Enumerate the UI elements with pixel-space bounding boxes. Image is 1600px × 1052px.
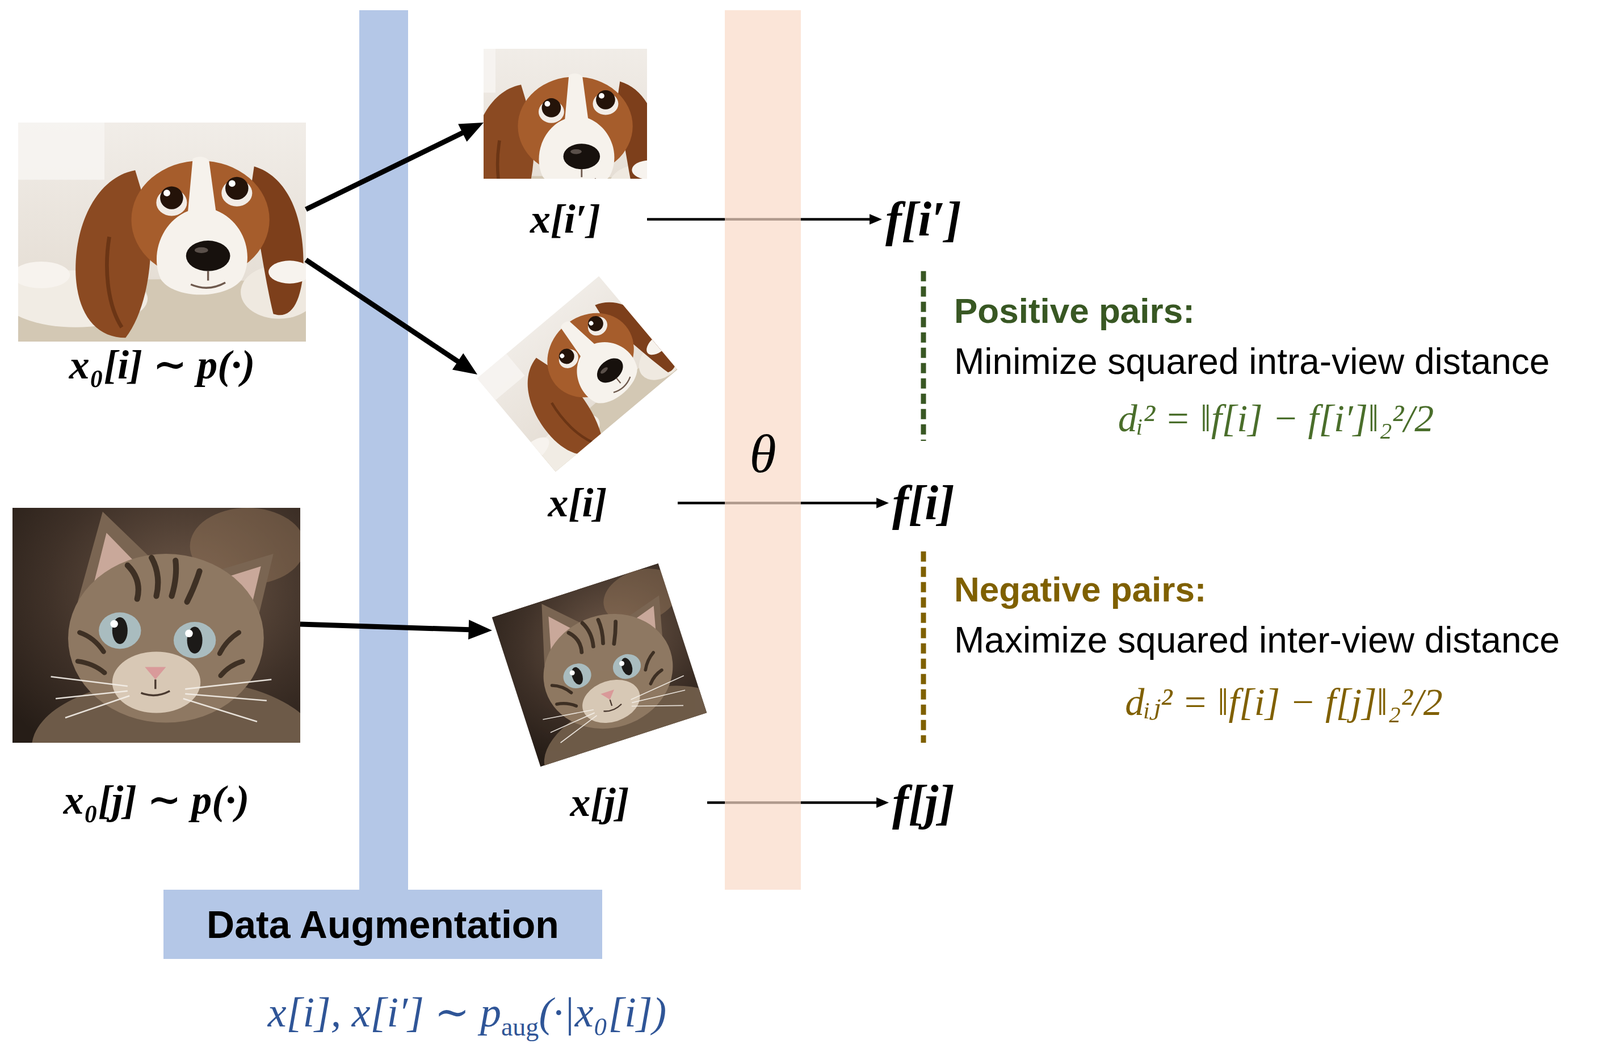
flow-arrow [300, 619, 493, 640]
distance-formula: dᵢⱼ² = ‖f[i] − f[j]‖₂²/2 [1124, 679, 1443, 725]
image-view: x[i′] [483, 48, 648, 243]
dog-rotated-view [448, 255, 703, 502]
arrow-head [452, 353, 478, 375]
flow-arrow [305, 259, 478, 375]
feature-vector: f[i] [888, 471, 959, 535]
cat-rotated-view [483, 556, 743, 817]
dog-photo [3, 122, 318, 342]
view-label: x₀[i] ∼ p(·) [69, 341, 255, 389]
formula-row: x[i], x[i′] ∼ paug(·|x₀[i]) [267, 988, 667, 1037]
flow-arrow [305, 122, 484, 210]
arrow-head [468, 619, 493, 640]
arrow-head [458, 122, 484, 142]
pair-label: Positive pairs: [954, 290, 1195, 331]
connector-line [305, 132, 464, 210]
connector-line [300, 624, 470, 631]
image-view: x₀[i] ∼ p(·) [18, 122, 306, 389]
arrow-head [876, 797, 889, 808]
augmentation-box: Data Augmentation [163, 889, 603, 960]
encoder-band: θ [724, 10, 801, 890]
dog-rotated-view [448, 255, 703, 502]
augmentation-formula: (·|x₀[i]) [538, 988, 667, 1037]
augmentation-band [359, 10, 409, 890]
pair-label: Negative pairs: [954, 569, 1207, 610]
pair-connector [923, 551, 925, 743]
cat-photo [12, 507, 320, 817]
description-text: Minimize squared intra-view distance [954, 341, 1550, 384]
cat-rotated-view [483, 556, 743, 817]
dog-photo [3, 122, 318, 342]
view-label: x[i] [548, 479, 608, 527]
image-view: x₀[j] ∼ p(·) [12, 507, 301, 825]
connector-line [305, 259, 459, 363]
augmentation-formula: x[i], x[i′] ∼ p [267, 988, 502, 1037]
feature-label: f[j] [892, 774, 955, 831]
view-label: x[j] [570, 779, 630, 827]
feature-vector: f[i′] [882, 187, 965, 251]
cat-photo [12, 507, 320, 817]
feature-label: f[i′] [885, 191, 962, 248]
image-view: x[i] [477, 268, 678, 527]
connector-group [300, 122, 924, 809]
distance-formula: dᵢ² = ‖f[i] − f[i′]‖₂²/2 [1118, 396, 1434, 441]
formula-subscript: aug [501, 1012, 539, 1043]
image-view: x[j] [492, 563, 708, 827]
feature-vector: f[j] [888, 771, 959, 835]
box-title: Data Augmentation [206, 902, 560, 947]
connector-line [921, 551, 927, 743]
feature-label: f[i] [892, 475, 955, 532]
view-label: x₀[j] ∼ p(·) [63, 777, 250, 825]
pair-connector [923, 271, 925, 442]
arrow-head [876, 497, 889, 508]
description-text: Maximize squared inter-view distance [954, 619, 1560, 662]
parameter-symbol: θ [749, 422, 776, 486]
arrow-head [869, 213, 883, 225]
cat-rotated-view [483, 556, 743, 817]
dog-rotated-view [448, 255, 703, 502]
connector-line [921, 271, 927, 442]
view-label: x[i′] [530, 195, 601, 243]
